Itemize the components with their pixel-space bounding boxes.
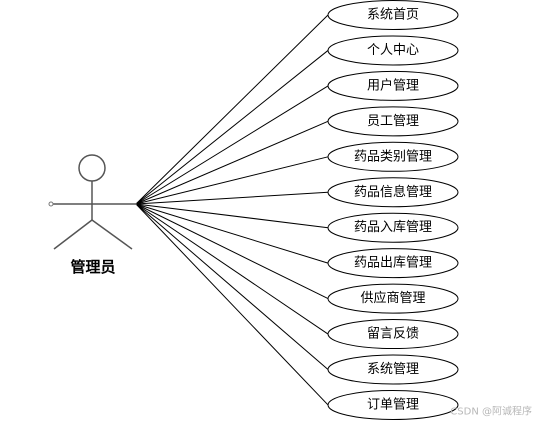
use-case: 药品信息管理 — [327, 177, 459, 208]
use-case-label: 系统管理 — [367, 362, 419, 377]
actor-right-leg — [91, 219, 133, 250]
use-case-ellipse — [327, 212, 459, 243]
association-line — [135, 203, 329, 300]
use-case-ellipse — [327, 389, 459, 420]
use-case-label: 药品出库管理 — [354, 255, 432, 271]
use-case-label: 药品入库管理 — [354, 219, 432, 235]
actor-left-leg — [53, 219, 93, 250]
use-case: 药品入库管理 — [327, 212, 459, 243]
use-case: 系统首页 — [327, 0, 459, 30]
use-case-ellipse — [327, 283, 459, 314]
association-line — [135, 203, 329, 335]
use-case-ellipse — [327, 319, 459, 350]
use-case: 员工管理 — [327, 106, 459, 137]
use-case: 订单管理 — [327, 389, 459, 420]
use-case: 药品出库管理 — [327, 248, 459, 279]
use-case-ellipse — [327, 177, 459, 208]
use-case: 药品类别管理 — [327, 141, 459, 172]
association-line — [135, 191, 329, 205]
actor-hand-dot — [48, 201, 54, 207]
association-lines — [135, 14, 329, 406]
use-case-label: 订单管理 — [367, 397, 419, 412]
use-case-label: 留言反馈 — [367, 327, 419, 342]
association-line — [135, 85, 329, 205]
association-line — [135, 203, 329, 406]
use-case-ellipse — [327, 70, 459, 101]
use-case-list: 系统首页个人中心用户管理员工管理药品类别管理药品信息管理药品入库管理药品出库管理… — [327, 0, 459, 420]
actor-head — [78, 154, 106, 182]
use-case-ellipse — [327, 141, 459, 172]
use-case: 个人中心 — [327, 35, 459, 66]
actor-label: 管理员 — [70, 258, 115, 276]
use-case-label: 员工管理 — [367, 114, 419, 129]
association-line — [135, 14, 329, 205]
use-case: 用户管理 — [327, 70, 459, 101]
use-case-ellipse — [327, 35, 459, 66]
use-case-label: 用户管理 — [367, 77, 419, 93]
use-case-ellipse — [327, 0, 459, 30]
association-line — [135, 203, 329, 370]
use-case: 留言反馈 — [327, 319, 459, 350]
use-case-label: 药品信息管理 — [354, 184, 432, 200]
use-case: 供应商管理 — [327, 283, 459, 314]
use-case-label: 药品类别管理 — [354, 149, 432, 164]
association-line — [135, 50, 329, 205]
use-case-label: 供应商管理 — [360, 290, 425, 306]
use-case: 系统管理 — [327, 354, 459, 385]
actor-figure — [48, 154, 137, 250]
use-case-label: 系统首页 — [367, 8, 419, 23]
watermark-text: CSDN @阿诚程序 — [450, 405, 532, 418]
association-line — [135, 156, 329, 205]
association-line — [135, 203, 329, 264]
association-line — [135, 120, 329, 205]
use-case-ellipse — [327, 106, 459, 137]
use-case-ellipse — [327, 248, 459, 279]
use-case-label: 个人中心 — [367, 43, 419, 58]
use-case-ellipse — [327, 354, 459, 385]
association-line — [135, 203, 329, 229]
